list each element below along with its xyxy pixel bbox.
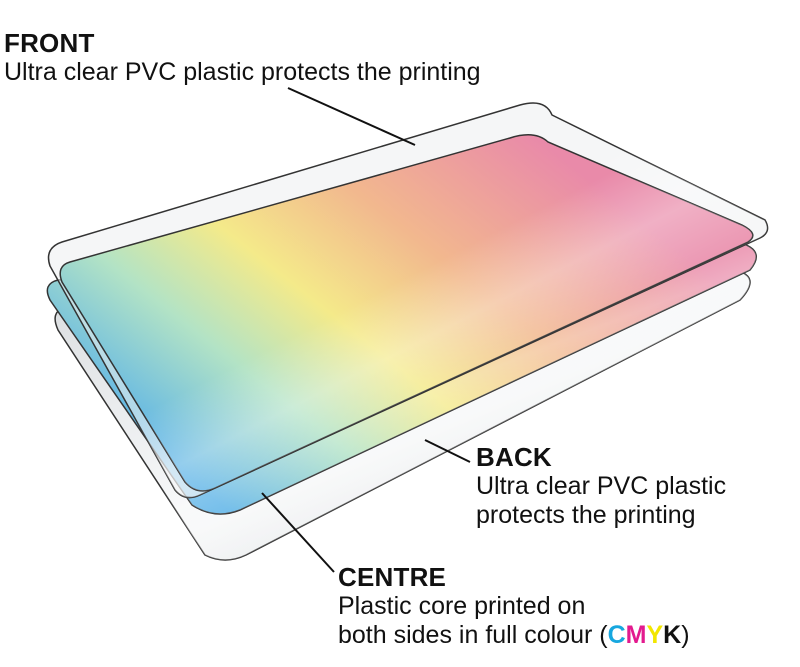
- front-layer: [47, 102, 769, 499]
- centre-description-line1: Plastic core printed on: [338, 592, 586, 621]
- front-title: FRONT: [4, 28, 95, 58]
- centre-description-prefix: both sides in full colour (: [338, 621, 608, 650]
- front-description: Ultra clear PVC plastic protects the pri…: [4, 58, 481, 87]
- centre-label: CENTRE Plastic core printed on both side…: [338, 562, 690, 650]
- centre-title: CENTRE: [338, 562, 447, 592]
- centre-leader-line: [261, 492, 335, 573]
- front-label: FRONT Ultra clear PVC plastic protects t…: [4, 28, 481, 87]
- back-label: BACK Ultra clear PVC plastic protects th…: [476, 442, 726, 530]
- back-title: BACK: [476, 442, 552, 472]
- cmyk-letter-c: C: [607, 621, 626, 650]
- cmyk-letter-m: M: [625, 621, 647, 650]
- cmyk-letter-k: K: [663, 621, 682, 650]
- back-description-line1: Ultra clear PVC plastic: [476, 472, 727, 501]
- centre-description-suffix: ): [681, 621, 690, 650]
- front-leader-line: [287, 87, 416, 146]
- back-description-line2: protects the printing: [476, 501, 696, 530]
- cmyk-letter-y: Y: [646, 621, 664, 650]
- back-leader-line: [424, 439, 471, 463]
- centre-description-line2: both sides in full colour (CMYK): [338, 621, 690, 650]
